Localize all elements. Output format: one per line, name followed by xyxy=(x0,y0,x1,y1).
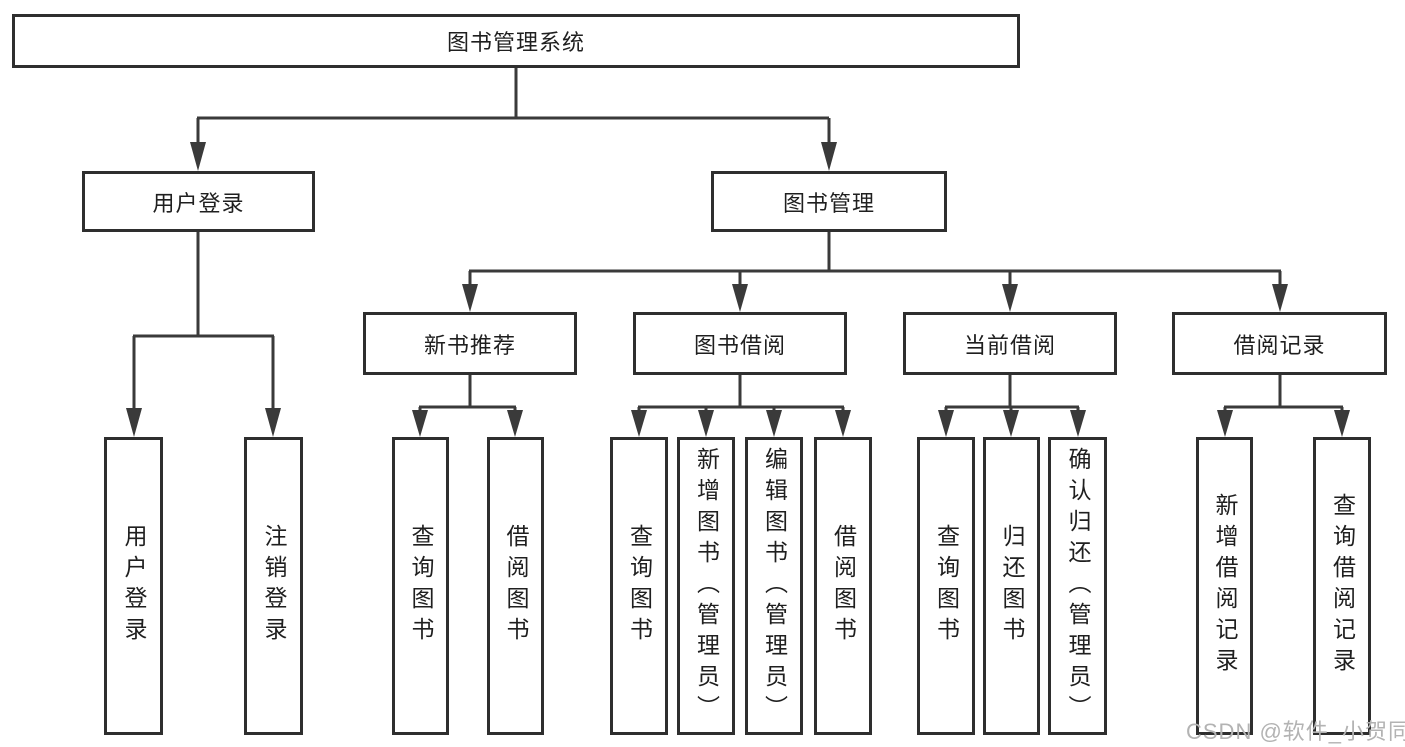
leaf-query-borrow-record: 查询借阅记录 xyxy=(1313,437,1371,735)
leaf-user-login: 用户登录 xyxy=(104,437,163,735)
leaf-add-borrow-record: 新增借阅记录 xyxy=(1196,437,1253,735)
leaf-query-book-2: 查询图书 xyxy=(610,437,668,735)
node-user-login: 用户登录 xyxy=(82,171,315,232)
leaf-edit-book-admin: 编辑图书（管理员） xyxy=(745,437,803,735)
connector-user-login-branch xyxy=(126,232,281,437)
csdn-watermark: CSDN @软件_小贺同学 xyxy=(1186,719,1405,744)
node-borrow-record: 借阅记录 xyxy=(1172,312,1387,375)
leaf-confirm-return-admin: 确认归还（管理员） xyxy=(1048,437,1107,735)
leaf-logout: 注销登录 xyxy=(244,437,303,735)
leaf-return-book: 归还图书 xyxy=(983,437,1040,735)
leaf-query-book-3: 查询图书 xyxy=(917,437,975,735)
leaf-add-book-admin: 新增图书（管理员） xyxy=(677,437,735,735)
leaf-borrow-book-1: 借阅图书 xyxy=(487,437,544,735)
connector-book-mgmt-branch xyxy=(462,232,1288,312)
node-book-borrow: 图书借阅 xyxy=(633,312,847,375)
connector-borrow-record-branch xyxy=(1217,375,1350,437)
leaf-borrow-book-2: 借阅图书 xyxy=(814,437,872,735)
node-root: 图书管理系统 xyxy=(12,14,1020,68)
connector-root-branch xyxy=(190,68,837,171)
connector-current-borrow-branch xyxy=(938,375,1086,437)
connector-new-book-branch xyxy=(412,375,523,437)
node-book-mgmt: 图书管理 xyxy=(711,171,947,232)
node-current-borrow: 当前借阅 xyxy=(903,312,1117,375)
leaf-query-book-1: 查询图书 xyxy=(392,437,449,735)
node-new-book-recommend: 新书推荐 xyxy=(363,312,577,375)
connector-book-borrow-branch xyxy=(631,375,851,437)
